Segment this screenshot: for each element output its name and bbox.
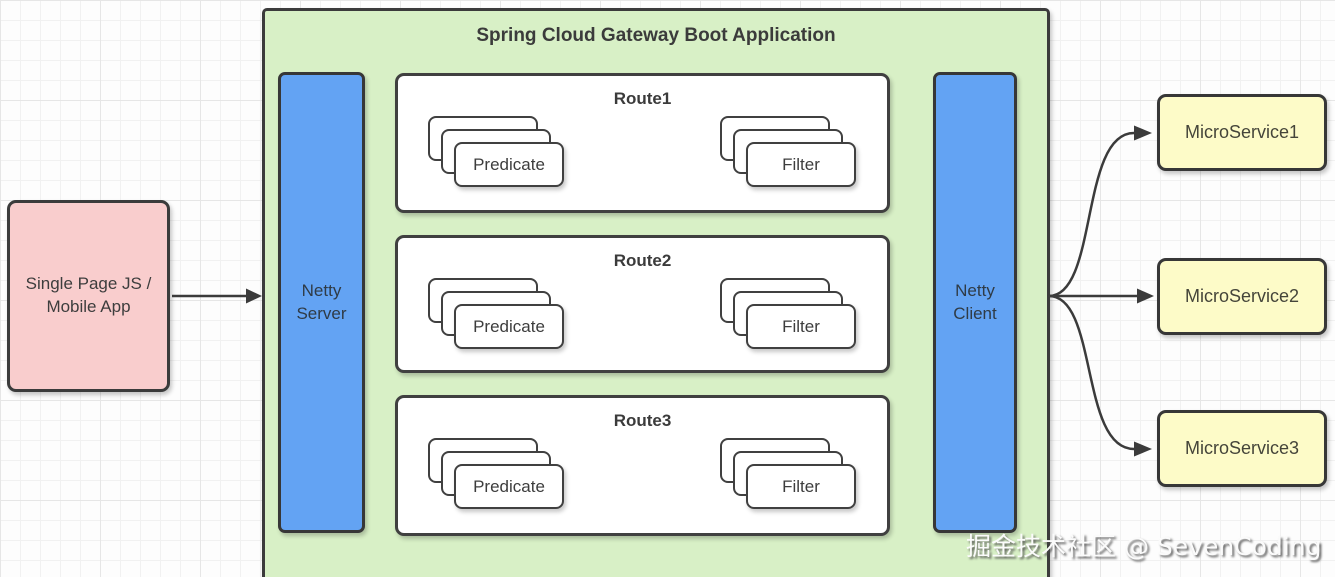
predicate-card-front: Predicate [454,464,564,509]
filter-card-front: Filter [746,304,856,349]
route1-box: Route1 Predicate Filter [395,73,890,213]
watermark-text: 掘金技术社区 @ SevenCoding [966,532,1322,561]
gateway-to-microservice2-arrow [1049,288,1154,304]
predicate-label: Predicate [473,476,545,496]
route1-title: Route1 [613,89,672,108]
filter-card-front: Filter [746,464,856,509]
client-to-gateway-arrow [172,288,262,304]
filter-label: Filter [782,154,820,174]
filter-label: Filter [782,316,820,336]
route2-title: Route2 [613,251,672,270]
microservice1-label: MicroService1 [1184,122,1300,142]
route1-predicate-stack: Predicate [428,116,564,187]
route3-predicate-stack: Predicate [428,438,564,509]
netty-client-box: Netty Client [933,72,1017,533]
route2-box: Route2 Predicate Filter [395,235,890,373]
predicate-card-front: Predicate [454,142,564,187]
gateway-to-microservice1-arrow [1047,125,1152,298]
netty-server-box: Netty Server [278,72,365,533]
microservice2-label: MicroService2 [1184,286,1300,306]
route3-box: Route3 Predicate Filter [395,395,890,536]
netty-client-label: Netty Client [953,281,997,323]
gateway-to-microservice3-arrow [1047,294,1152,457]
filter-card-front: Filter [746,142,856,187]
route3-title: Route3 [613,411,672,430]
microservice3-box: MicroService3 [1157,410,1327,487]
predicate-card-front: Predicate [454,304,564,349]
microservice3-label: MicroService3 [1184,438,1300,458]
microservice1-box: MicroService1 [1157,94,1327,171]
client-box: Single Page JS / Mobile App [7,200,170,392]
route2-predicate-stack: Predicate [428,278,564,349]
route2-filter-stack: Filter [720,278,856,349]
predicate-label: Predicate [473,154,545,174]
route3-filter-stack: Filter [720,438,856,509]
route1-filter-stack: Filter [720,116,856,187]
client-box-label: Single Page JS / Mobile App [25,274,152,316]
netty-server-label: Netty Server [296,281,347,323]
gateway-title: Spring Cloud Gateway Boot Application [476,25,836,46]
predicate-label: Predicate [473,316,545,336]
filter-label: Filter [782,476,820,496]
microservice2-box: MicroService2 [1157,258,1327,335]
